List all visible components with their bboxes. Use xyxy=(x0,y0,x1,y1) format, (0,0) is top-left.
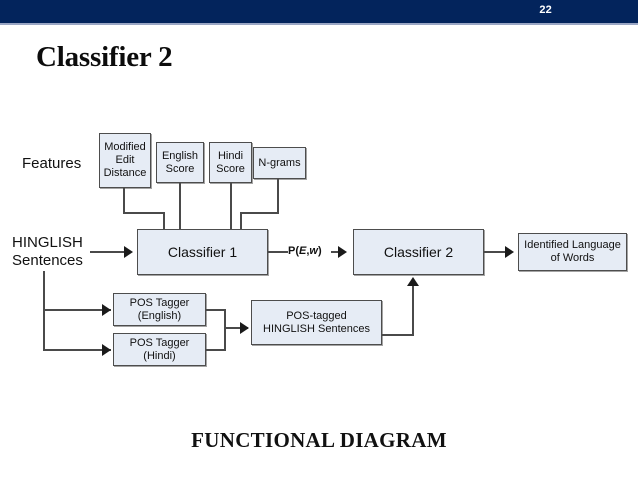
connector-input-branch-down xyxy=(43,271,45,351)
diagram-caption: FUNCTIONAL DIAGRAM xyxy=(191,428,447,452)
node-label-line2: (English) xyxy=(137,309,182,322)
connector-feature3-down xyxy=(230,183,232,229)
arrowhead-to-pos-tagged xyxy=(240,322,249,334)
node-label-line1: POS Tagger xyxy=(129,296,190,309)
node-pos-tagged-sentences: POS-tagged HINGLISH Sentences xyxy=(251,300,382,345)
node-label-line1: Identified Language xyxy=(524,239,621,252)
node-label: Classifier 1 xyxy=(167,243,238,260)
node-label-line2: of Words xyxy=(550,252,595,264)
node-pos-tagger-hindi: POS Tagger (Hindi) xyxy=(113,333,206,366)
connector-feature4-left xyxy=(240,212,279,214)
input-label-line1: HINGLISH xyxy=(12,234,83,251)
connector-pos-hindi-out xyxy=(206,349,226,351)
connector-feature1-drop xyxy=(163,212,165,229)
connector-pos-tagged-up xyxy=(412,286,414,336)
feature-line: N-grams xyxy=(258,156,301,169)
connector-pos-merge xyxy=(224,309,226,351)
connector-feature1-right xyxy=(123,212,165,214)
node-label-line2: (Hindi) xyxy=(143,349,176,362)
connector-input-to-classifier1 xyxy=(90,251,126,253)
connector-feature2-down xyxy=(179,183,181,229)
arrowhead-into-classifier2 xyxy=(407,277,419,286)
connector-to-pos-english xyxy=(43,309,111,311)
features-label: Features xyxy=(22,155,82,172)
page-title: Classifier 2 xyxy=(36,41,173,73)
probability-label: P(E,w) xyxy=(288,245,322,257)
feature-line: Edit xyxy=(115,154,135,167)
node-label-line2: HINGLISH Sentences xyxy=(263,322,370,335)
feature-box-hindi-score: Hindi Score xyxy=(209,142,252,183)
connector-feature1-down xyxy=(123,188,125,214)
input-label: HINGLISH Sentences xyxy=(12,234,83,271)
feature-box-modified-edit-distance: Modified Edit Distance xyxy=(99,133,151,188)
header-bar xyxy=(0,0,638,23)
connector-pos-tagged-out xyxy=(382,334,414,336)
arrowhead-classifier2-out xyxy=(505,246,514,258)
feature-line: English xyxy=(161,149,199,162)
feature-line: Distance xyxy=(103,166,147,179)
arrowhead-input-to-classifier1 xyxy=(124,246,133,258)
node-label-line1: POS Tagger xyxy=(129,336,190,349)
input-label-line2: Sentences xyxy=(12,252,83,270)
arrowhead-to-classifier2 xyxy=(338,246,347,258)
page-number: 22 xyxy=(539,4,552,16)
node-classifier-2: Classifier 2 xyxy=(353,229,484,275)
node-pos-tagger-english: POS Tagger (English) xyxy=(113,293,206,326)
connector-feature4-drop xyxy=(240,212,242,229)
connector-to-pos-hindi xyxy=(43,349,111,351)
feature-line: Modified xyxy=(104,141,146,154)
feature-line: Score xyxy=(165,162,195,175)
connector-feature4-down xyxy=(277,179,279,214)
arrowhead-to-pos-english xyxy=(102,304,111,316)
connector-pos-english-out xyxy=(206,309,226,311)
feature-box-english-score: English Score xyxy=(156,142,204,183)
node-classifier-1: Classifier 1 xyxy=(137,229,268,275)
feature-line: Score xyxy=(216,162,245,175)
connector-classifier2-out xyxy=(484,251,510,253)
feature-line: Hindi xyxy=(217,149,244,162)
arrowhead-to-pos-hindi xyxy=(102,344,111,356)
connector-to-classifier2 xyxy=(331,251,343,253)
header-divider xyxy=(0,23,638,25)
node-label-line1: POS-tagged xyxy=(286,309,347,322)
node-identified-language: Identified Language of Words xyxy=(518,233,627,271)
node-label: Classifier 2 xyxy=(383,243,454,260)
connector-classifier1-out xyxy=(268,251,288,253)
connector-pos-merge-right xyxy=(224,327,248,329)
feature-box-n-grams: N-grams xyxy=(253,147,306,179)
